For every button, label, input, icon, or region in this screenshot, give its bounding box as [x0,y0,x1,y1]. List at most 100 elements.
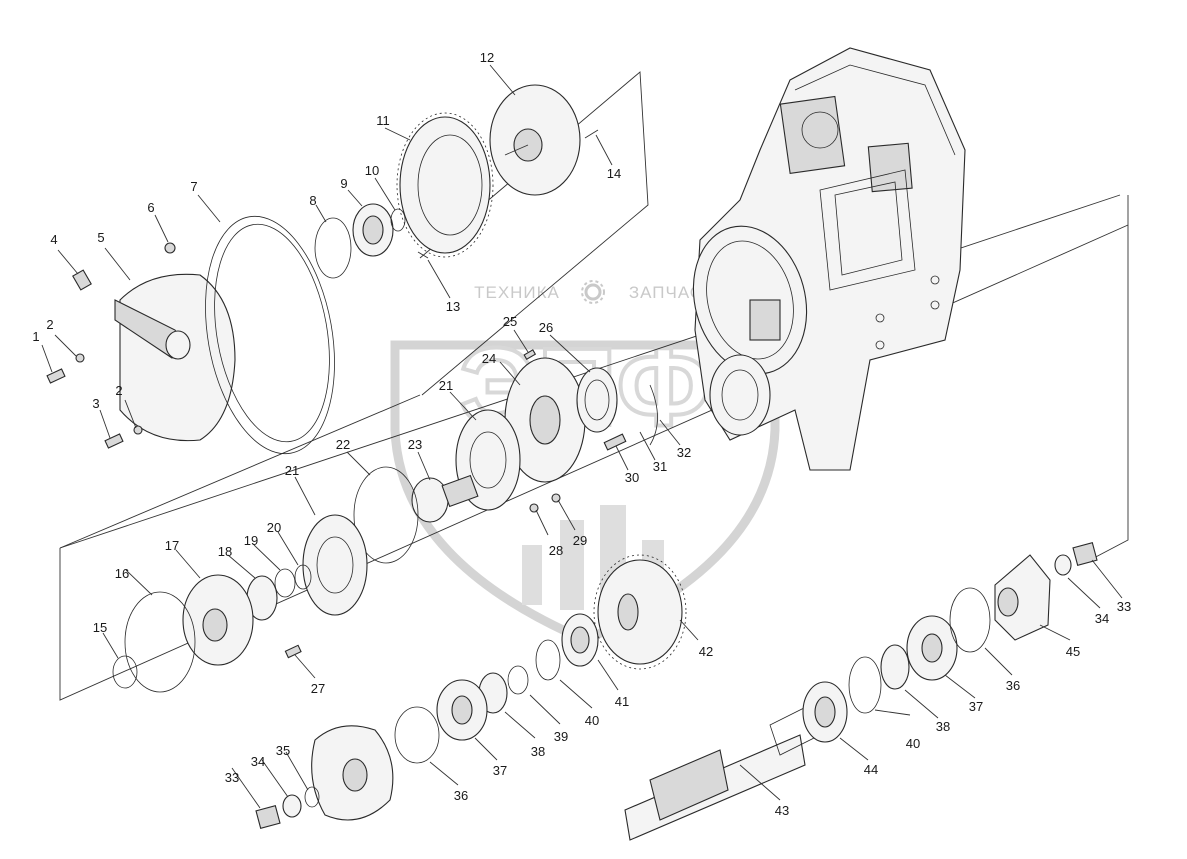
callout-22: 22 [336,437,350,452]
snap-ring-40b [848,656,882,714]
callout-29: 29 [573,533,587,548]
washer-34a [282,794,302,818]
rear-cover-assembly [46,215,335,455]
washer-35 [304,786,320,808]
callout-45: 45 [1066,644,1080,659]
callout-23: 23 [408,437,422,452]
bolt-3 [104,433,124,449]
o-ring-36a [394,706,440,764]
callout-17: 17 [165,538,179,553]
washer-34b [1054,554,1072,576]
callout-11: 11 [376,113,390,128]
ring-20 [294,564,312,590]
callout-6: 6 [147,200,154,215]
callout-21b: 21 [285,463,299,478]
callout-34b: 34 [1095,611,1109,626]
snap-ring-40a [535,639,561,681]
callout-9: 9 [340,176,347,191]
callout-21a: 21 [439,378,453,393]
callout-25: 25 [503,314,517,329]
callout-13: 13 [446,299,460,314]
callout-27: 27 [311,681,325,696]
seal-26 [576,367,618,433]
callout-20: 20 [267,520,281,535]
callout-28: 28 [549,543,563,558]
seal-ring-15 [112,655,138,689]
callout-43: 43 [775,803,789,818]
callout-33a: 33 [225,770,239,785]
callout-37b: 37 [969,699,983,714]
gear-11 [399,116,491,254]
bolt-27 [284,644,302,659]
drive-gear-assembly [314,84,599,279]
callout-33b: 33 [1117,599,1131,614]
o-ring-36b [949,587,991,653]
breather-plug [72,269,92,291]
callout-4: 4 [50,232,57,247]
callout-19: 19 [244,533,258,548]
ring-19 [274,568,296,598]
plate-22 [353,466,419,564]
friction-disc-21b [302,514,368,616]
callout-36b: 36 [1006,678,1020,693]
leader-lines [41,64,1123,809]
callout-39: 39 [554,729,568,744]
callout-41: 41 [615,694,629,709]
callout-24: 24 [482,351,496,366]
callout-16: 16 [115,566,129,581]
seal-38b [880,644,910,690]
callout-8: 8 [309,193,316,208]
right-frame [1089,195,1129,561]
nut-33a [255,805,281,829]
callout-34a: 34 [251,754,265,769]
snap-ring-10 [390,208,406,232]
callout-3: 3 [92,396,99,411]
wire-32 [649,384,658,446]
pin-13 [417,251,429,259]
callout-42: 42 [699,644,713,659]
callout-40b: 40 [906,736,920,751]
callout-36a: 36 [454,788,468,803]
bolt-1 [46,368,66,384]
hub-23 [411,477,449,523]
callout-37a: 37 [493,763,507,778]
callout-1: 1 [32,329,39,344]
seal-ring-16 [124,591,196,693]
clutch-assembly-lower [112,466,419,693]
callout-35: 35 [276,743,290,758]
callout-5: 5 [97,230,104,245]
lower-group-top-line [59,394,421,549]
callout-38b: 38 [936,719,950,734]
output-shaft-assembly [255,542,1098,841]
pin-25 [523,349,537,360]
callout-10: 10 [365,163,379,178]
pin-14 [584,129,599,139]
callout-2b: 2 [115,383,122,398]
watermark-left-word: ТЕХНИКА [474,283,560,302]
flange-45 [994,554,1051,641]
callout-30: 30 [625,470,639,485]
callout-38a: 38 [531,744,545,759]
callout-40a: 40 [585,713,599,728]
nut-33b [1072,542,1098,566]
callout-32: 32 [677,445,691,460]
callout-7: 7 [190,179,197,194]
bolt-30-31 [603,433,627,451]
callout-18: 18 [218,544,232,559]
ring-39 [507,665,529,695]
gearbox-housing [692,47,966,471]
clutch-assembly-upper [411,349,658,523]
callout-12: 12 [480,50,494,65]
callout-26: 26 [539,320,553,335]
callout-labels: 1 2 2 3 4 5 6 7 8 9 10 11 12 13 14 15 16… [32,50,1131,818]
gear-icon [581,280,605,304]
o-ring-8 [314,217,352,279]
gasket-ring [205,215,335,455]
callout-31: 31 [653,459,667,474]
callout-2a: 2 [46,317,53,332]
callout-44: 44 [864,762,878,777]
callout-14: 14 [607,166,621,181]
gear-42 [597,559,683,665]
callout-15: 15 [93,620,107,635]
